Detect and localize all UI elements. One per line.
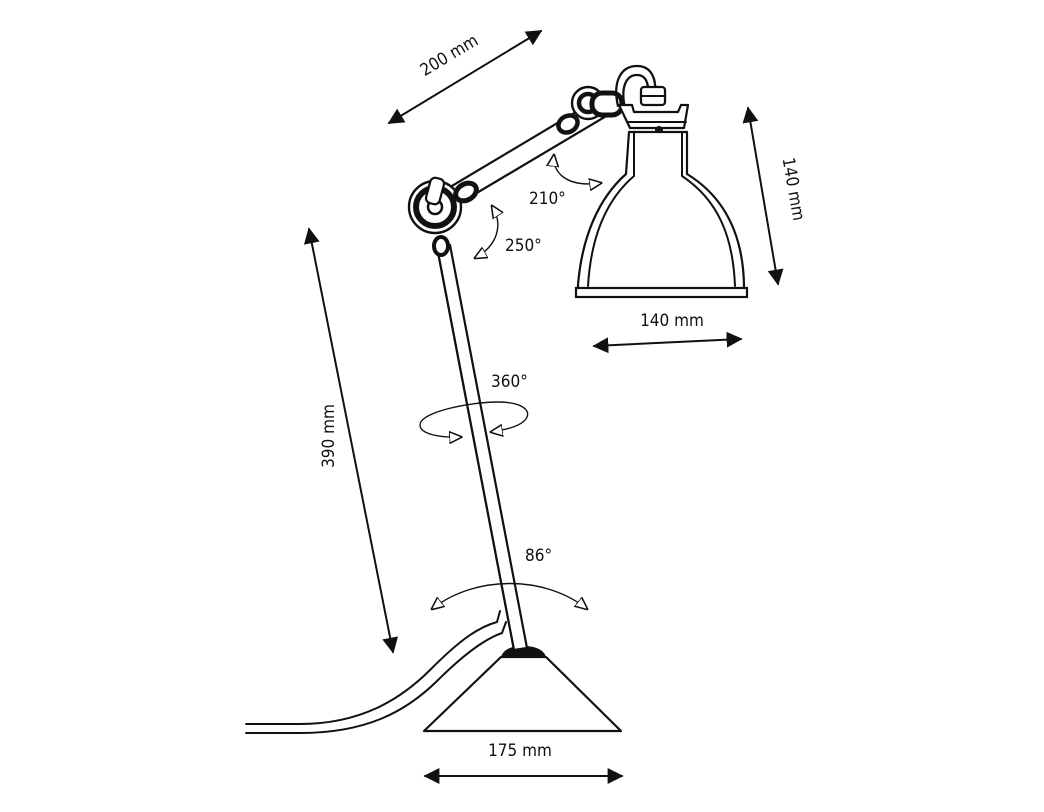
- elbow-rotation-label: 250°: [505, 236, 542, 256]
- base-width-dimension-label: 175 mm: [488, 741, 552, 761]
- elbow-rotation-arrow: [475, 206, 498, 258]
- elbow-joint: [407, 176, 479, 257]
- shade-height-dimension-arrow: [742, 106, 784, 286]
- shade-width-dimension-label: 140 mm: [640, 311, 704, 331]
- swivel-rotation-arrow: [419, 401, 529, 437]
- head-rotation-label: 210°: [529, 189, 566, 209]
- arm-dimension-arrow: [387, 30, 543, 124]
- power-cable: [245, 610, 507, 734]
- shade-height-dimension-label: 140 mm: [778, 156, 809, 222]
- stem-height-dimension-label: 390 mm: [319, 404, 339, 468]
- lamp-shade: [574, 64, 749, 299]
- swivel-rotation-label: 360°: [491, 372, 528, 392]
- lamp-base: [422, 646, 623, 733]
- stem-height-dimension-arrow: [303, 227, 399, 654]
- head-rotation-arrow: [554, 155, 601, 184]
- head-joint: [556, 85, 625, 135]
- lamp-stem: [435, 243, 529, 652]
- base-tilt-rotation-arrow: [432, 582, 587, 610]
- base-tilt-rotation-label: 86°: [525, 546, 552, 566]
- shade-width-dimension-arrow: [592, 331, 743, 354]
